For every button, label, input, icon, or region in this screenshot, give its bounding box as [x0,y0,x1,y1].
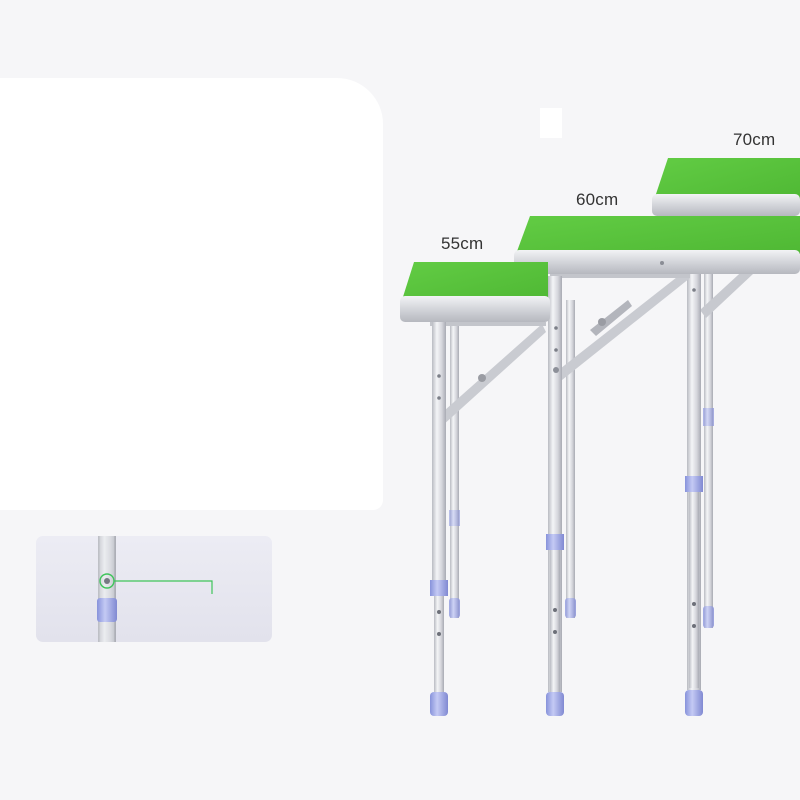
table-70-top [654,158,800,200]
leg-clip-detail [97,598,117,622]
table-60cm [514,216,800,716]
table-55-back-leg [450,326,459,618]
leg-detail-inset [36,536,272,642]
height-label-55cm: 55cm [441,234,484,253]
callout-line [114,580,213,594]
table-55cm [400,262,550,716]
background-panel [0,78,383,510]
table-60-top [516,216,800,254]
table-70-clip [685,476,703,492]
table-55-frame [400,296,550,322]
table-70-foot [685,690,703,716]
table-55-foot [430,692,448,716]
table-60-back-leg [566,300,575,618]
leg-lock-pin [104,578,110,584]
table-60-clip [546,534,564,550]
table-55-front-leg [432,322,446,586]
table-55-top [402,262,548,300]
table-60-foot [546,692,564,716]
table-55-clip [430,580,448,596]
table-70-frame [652,194,800,216]
table-60-frame [514,250,800,274]
height-label-60cm: 60cm [576,190,619,209]
table-60-brace [556,270,690,380]
leg-detail-illustration [97,536,213,642]
table-70cm [652,158,800,716]
background-notch [540,108,562,138]
height-label-70cm: 70cm [733,130,776,149]
table-55-brace [436,324,546,426]
